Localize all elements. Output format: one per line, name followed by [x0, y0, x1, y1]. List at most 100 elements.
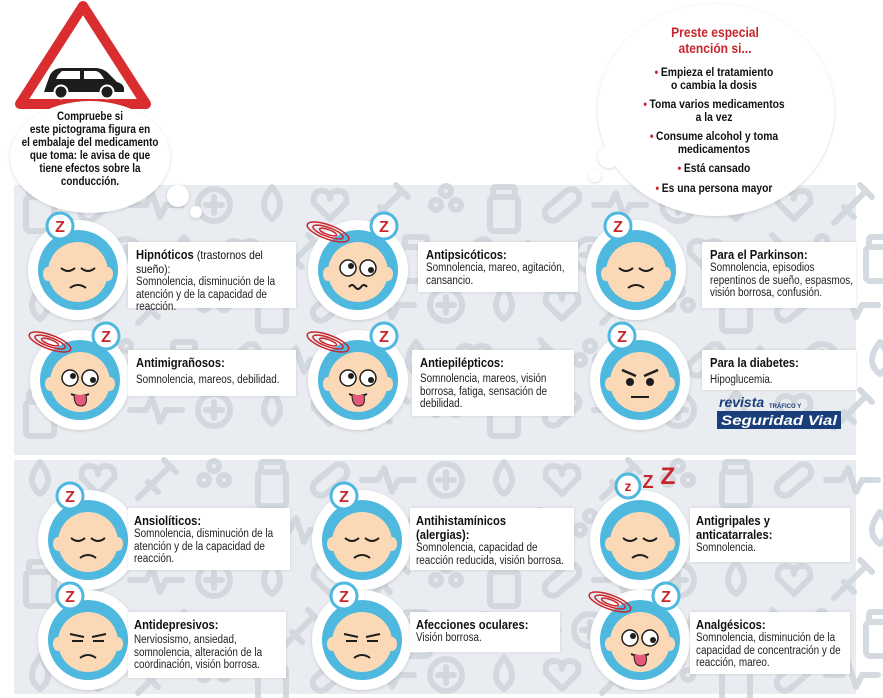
- attention-item: •Es una persona mayor: [628, 180, 800, 195]
- category-desc: Somnolencia, disminución de la atención …: [134, 528, 274, 565]
- category-desc: Somnolencia, capacidad de reacción reduc…: [416, 542, 564, 567]
- category-title: Hipnóticos (trastornos del sueño):: [136, 247, 299, 277]
- face-angry-icon: Z: [590, 321, 690, 430]
- category-card-ansioliticos: Ansiolíticos: Somnolencia, disminución d…: [128, 508, 290, 570]
- face-sleepy-icon: Z: [38, 481, 138, 590]
- attention-item: •Está cansado: [628, 162, 800, 175]
- category-card-afecciones-oculares: Afecciones oculares: Visión borrosa.: [410, 612, 560, 652]
- category-desc: Somnolencia, disminución de la atención …: [136, 276, 276, 313]
- category-title: Afecciones oculares:: [416, 617, 529, 632]
- warning-line: Compruebe si: [57, 111, 123, 123]
- category-title: Antimigrañosos:: [136, 355, 225, 370]
- pattern-icon: [195, 186, 233, 224]
- pattern-icon: [542, 658, 582, 692]
- face-sleepy-icon: Z: [28, 211, 128, 320]
- category-title-text: Hipnóticos: [136, 247, 194, 262]
- pattern-icon: [863, 234, 883, 284]
- svg-text:Z: Z: [101, 329, 111, 346]
- pattern-icon: [863, 609, 883, 659]
- category-title: Para la diabetes:: [710, 355, 799, 370]
- bullet-icon: •: [654, 65, 659, 79]
- logo-line1: revista: [719, 394, 764, 410]
- face-sleepy-icon: Z: [312, 481, 412, 590]
- pattern-icon: [127, 565, 185, 595]
- face-tired-icon: Z: [38, 581, 138, 690]
- face-dizzy-icon: Z: [306, 211, 408, 320]
- warning-text: Compruebe si este pictograma figura en e…: [14, 111, 165, 189]
- svg-text:Z: Z: [613, 219, 623, 236]
- svg-text:z: z: [625, 478, 632, 494]
- face-dizzy-tongue-icon: Z: [28, 321, 130, 430]
- category-card-antidepresivos: Antidepresivos: Nerviosismo, ansiedad, s…: [128, 612, 286, 678]
- category-title: Antiepilépticos:: [420, 355, 504, 370]
- category-desc: Hipoglucemia.: [710, 374, 773, 386]
- pattern-icon: [359, 465, 417, 495]
- attention-title: Preste especial atención si...: [629, 24, 801, 56]
- pattern-icon: [541, 561, 583, 599]
- face-sleepy-icon: Z: [586, 211, 686, 320]
- category-desc: Visión borrosa.: [416, 632, 482, 644]
- category-title: Antihistamínicos (alergias):: [416, 513, 507, 542]
- pattern-icon: [773, 461, 815, 499]
- category-card-analgesicos: Analgésicos: Somnolencia, disminución de…: [690, 612, 850, 674]
- pattern-icon: [127, 395, 185, 425]
- attention-item-line: Es una persona mayor: [661, 180, 773, 195]
- svg-text:Z: Z: [339, 489, 349, 506]
- category-title: Antigripales y anticatarrales:: [696, 513, 773, 542]
- pattern-icon: [261, 559, 283, 597]
- pattern-icon: [719, 459, 753, 509]
- pattern-icon: [869, 339, 883, 377]
- category-title: Para el Parkinson:: [710, 247, 808, 262]
- pattern-icon: [428, 183, 464, 213]
- logo-line3: Seguridad Vial: [721, 412, 838, 428]
- pattern-icon: [831, 182, 875, 226]
- category-card-diabetes: Para la diabetes: Hipoglucemia.: [702, 350, 856, 390]
- bullet-icon: •: [643, 97, 647, 111]
- attention-title-line: Preste especial: [671, 24, 759, 40]
- pattern-icon: [541, 186, 583, 224]
- pattern-icon: [493, 654, 515, 692]
- pattern-icon: [29, 654, 51, 692]
- pattern-icon: [493, 284, 515, 322]
- attention-item-line: Empieza el tratamiento: [660, 65, 774, 79]
- category-card-antipsicoticos: Antipsicóticos: Somnolencia, mareo, agit…: [418, 242, 578, 292]
- category-desc: Somnolencia, mareos, debilidad.: [136, 374, 280, 386]
- category-card-parkinson: Para el Parkinson: Somnolencia, episodio…: [702, 242, 856, 308]
- warning-line: este pictograma figura en: [29, 124, 151, 136]
- pattern-icon: [29, 459, 51, 497]
- pattern-icon: [774, 393, 814, 427]
- face-dizzy-tongue-icon: Z: [306, 321, 408, 430]
- category-title: Ansiolíticos:: [134, 513, 202, 528]
- svg-text:Z: Z: [661, 463, 676, 490]
- pattern-icon: [255, 459, 289, 509]
- attention-item-line: medicamentos: [677, 141, 751, 156]
- category-subtitle: (trastornos del sueño):: [136, 248, 263, 276]
- attention-item-line: o cambia la dosis: [670, 77, 758, 92]
- svg-text:Z: Z: [65, 489, 75, 506]
- pattern-icon: [591, 190, 649, 220]
- category-desc: Somnolencia.: [696, 542, 756, 554]
- pattern-icon: [135, 457, 179, 501]
- warning-line: tiene efectos sobre la: [39, 163, 141, 175]
- category-card-hipnoticos: Hipnóticos (trastornos del sueño): Somno…: [128, 242, 299, 313]
- warning-line: conducción.: [60, 176, 120, 188]
- logo-line2: TRÁFICO Y: [769, 403, 801, 410]
- attention-item-line: Toma varios medicamentos: [649, 97, 785, 111]
- bullet-icon: •: [677, 161, 682, 175]
- category-desc: Nerviosismo, ansiedad, somnolencia, alte…: [134, 634, 263, 671]
- pattern-icon: [196, 458, 232, 488]
- category-title: Analgésicos:: [696, 617, 766, 632]
- pattern-icon: [542, 463, 582, 497]
- category-title: Antidepresivos:: [134, 617, 219, 632]
- svg-text:Z: Z: [65, 589, 75, 606]
- svg-text:Z: Z: [661, 589, 671, 606]
- category-desc: Somnolencia, mareos, visión borrosa, fat…: [420, 373, 548, 410]
- pattern-icon: [261, 184, 283, 222]
- warning-bubble: [10, 101, 202, 218]
- category-desc: Somnolencia, disminución de la capacidad…: [696, 632, 841, 669]
- pattern-icon: [823, 465, 881, 495]
